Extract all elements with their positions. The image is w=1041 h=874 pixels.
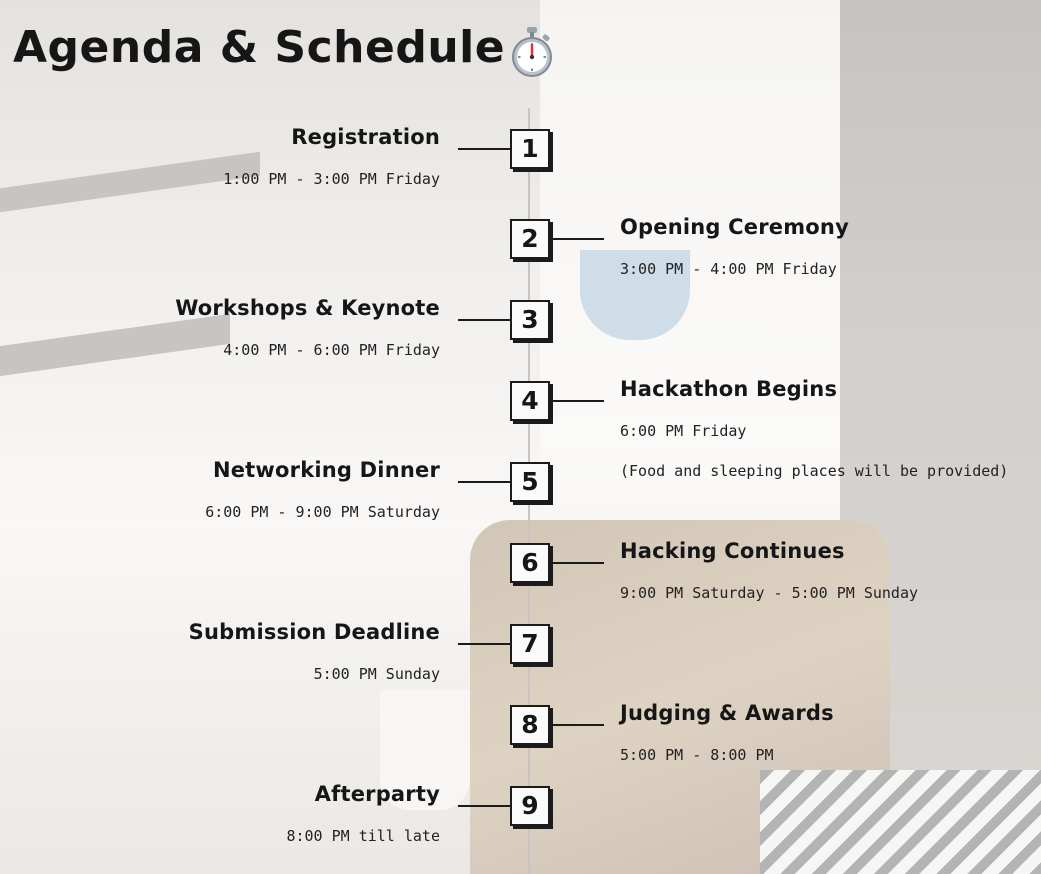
step-number-badge: 1 (510, 129, 550, 169)
event-time: 4:00 PM - 6:00 PM Friday (223, 341, 440, 359)
timeline-item: 4 Hackathon Begins 6:00 PM Friday (Food … (0, 377, 1041, 480)
connector-line (550, 724, 604, 726)
step-number-badge: 4 (510, 381, 550, 421)
connector-line (458, 148, 512, 150)
event-title: Networking Dinner (212, 458, 440, 482)
event-time: 6:00 PM Friday (620, 422, 747, 440)
timeline-item: 2 Opening Ceremony 3:00 PM - 4:00 PM Fri… (0, 215, 1041, 279)
stopwatch-icon (512, 27, 552, 77)
event-time: 9:00 PM Saturday - 5:00 PM Sunday (620, 584, 919, 602)
timeline-item: 8 Judging & Awards 5:00 PM - 8:00 PM (0, 701, 1041, 765)
event-time: 1:00 PM - 3:00 PM Friday (223, 170, 440, 188)
timeline-item: 1 Registration 1:00 PM - 3:00 PM Friday (0, 125, 1041, 189)
step-number-badge: 7 (510, 624, 550, 664)
event-title: Hackathon Begins (620, 377, 838, 401)
event-title: Submission Deadline (188, 620, 440, 644)
step-number-badge: 9 (510, 786, 550, 826)
timeline-item: 7 Submission Deadline 5:00 PM Sunday (0, 620, 1041, 684)
step-number-badge: 5 (510, 462, 550, 502)
page-title: Agenda & Schedule (13, 22, 506, 73)
event-title: Workshops & Keynote (175, 296, 440, 320)
event-title: Opening Ceremony (620, 215, 849, 239)
timeline-item: 5 Networking Dinner 6:00 PM - 9:00 PM Sa… (0, 458, 1041, 522)
event-title: Afterparty (314, 782, 440, 806)
step-number-badge: 2 (510, 219, 550, 259)
event-time: 8:00 PM till late (286, 827, 440, 845)
event-title: Hacking Continues (620, 539, 845, 563)
connector-line (458, 643, 512, 645)
connector-line (550, 562, 604, 564)
step-number-badge: 6 (510, 543, 550, 583)
event-title: Judging & Awards (620, 701, 834, 725)
timeline-item: 6 Hacking Continues 9:00 PM Saturday - 5… (0, 539, 1041, 603)
event-title: Registration (291, 125, 440, 149)
step-number-badge: 3 (510, 300, 550, 340)
event-time: 6:00 PM - 9:00 PM Saturday (205, 503, 440, 521)
event-note: (Food and sleeping places will be provid… (620, 462, 1009, 480)
connector-line (458, 481, 512, 483)
event-time: 5:00 PM - 8:00 PM (620, 746, 774, 764)
connector-line (550, 400, 604, 402)
event-time: 3:00 PM - 4:00 PM Friday (620, 260, 837, 278)
connector-line (458, 805, 512, 807)
connector-line (458, 319, 512, 321)
timeline-item: 9 Afterparty 8:00 PM till late (0, 782, 1041, 846)
connector-line (550, 238, 604, 240)
event-time: 5:00 PM Sunday (313, 665, 440, 683)
timeline-item: 3 Workshops & Keynote 4:00 PM - 6:00 PM … (0, 296, 1041, 360)
step-number-badge: 8 (510, 705, 550, 745)
